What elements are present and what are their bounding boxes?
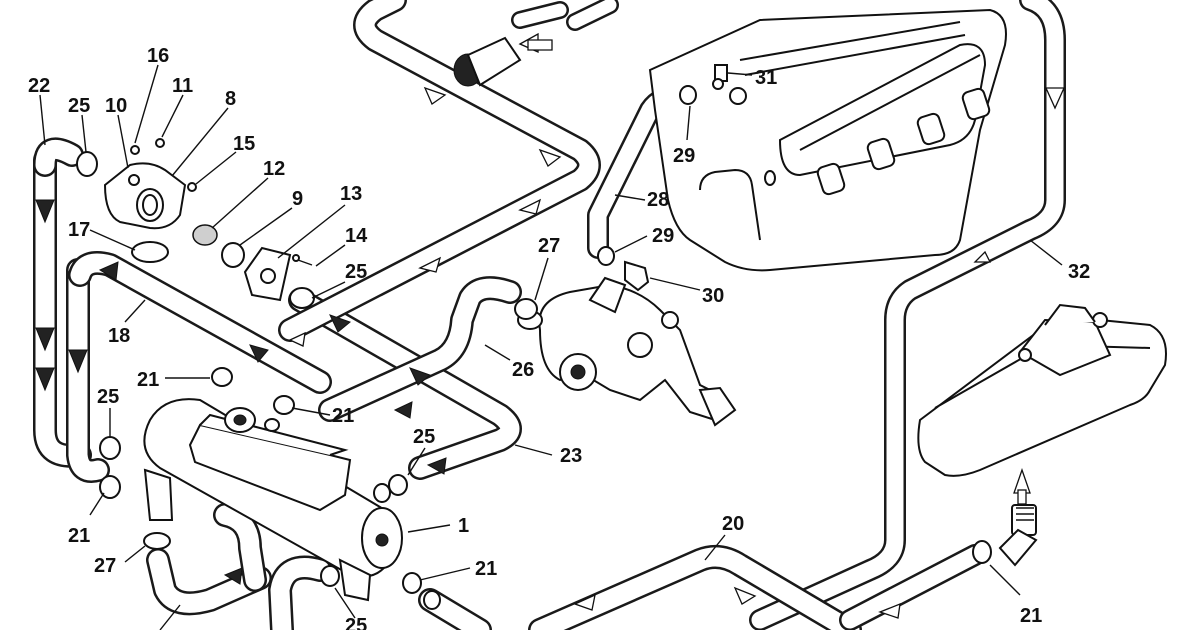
- flow-arrow-icon: [527, 39, 553, 51]
- callout-25: 25: [413, 426, 435, 448]
- callout-25: 25: [345, 615, 367, 630]
- flow-arrow-icon: [409, 367, 431, 386]
- callout-10: 10: [105, 95, 127, 117]
- callout-25: 25: [345, 261, 367, 283]
- callout-14: 14: [345, 225, 368, 247]
- callout-22: 22: [28, 75, 50, 97]
- flow-arrow-icon: [35, 367, 55, 392]
- callout-28: 28: [647, 189, 669, 211]
- callout-15: 15: [233, 133, 255, 155]
- callout-20: 20: [722, 513, 744, 535]
- callout-17: 17: [68, 219, 90, 241]
- flow-arrow-icon: [329, 314, 351, 333]
- callout-32: 32: [1068, 261, 1090, 283]
- coolant-tank: [917, 303, 1167, 477]
- thermostat-housing: [103, 138, 313, 302]
- flow-arrow-icon: [68, 349, 88, 374]
- callout-21: 21: [137, 369, 159, 391]
- flow-arrow-icon: [423, 86, 447, 105]
- flow-arrow-icon: [1044, 87, 1066, 110]
- flow-arrow-icon: [35, 199, 55, 224]
- hoses: [33, 0, 1066, 630]
- flow-arrow-icon: [223, 567, 243, 585]
- flow-arrow-icon: [288, 331, 306, 347]
- callout-11: 11: [172, 75, 193, 97]
- callout-27: 27: [538, 235, 560, 257]
- water-pump: [517, 260, 737, 427]
- callout-21: 21: [1020, 605, 1042, 627]
- callout-29: 29: [652, 225, 674, 247]
- callouts: 22 25 10 16 11 8 15 12 9 13 14 25 17 18 …: [28, 45, 1090, 630]
- callout-27: 27: [94, 555, 116, 577]
- flow-arrow-icon: [573, 593, 596, 611]
- callout-18: 18: [108, 325, 130, 347]
- callout-21: 21: [475, 558, 497, 580]
- flow-arrow-icon: [1017, 489, 1027, 505]
- flow-arrow-icon: [98, 261, 119, 281]
- clamps: [76, 85, 697, 610]
- callout-30: 30: [702, 285, 724, 307]
- callout-23: 23: [560, 445, 582, 467]
- callout-25: 25: [97, 386, 119, 408]
- flow-arrow-icon: [878, 602, 901, 619]
- flow-arrow-icon: [973, 250, 992, 263]
- flow-arrow-icon: [35, 327, 55, 352]
- flow-arrow-icon: [733, 586, 757, 605]
- callout-1: 1: [458, 515, 469, 537]
- flow-arrow-icon: [393, 401, 413, 419]
- callout-29: 29: [673, 145, 695, 167]
- callout-31: 31: [755, 67, 777, 89]
- fitting-21-right: [972, 504, 1038, 567]
- leader-lines: [39, 64, 1063, 630]
- callout-8: 8: [225, 88, 236, 110]
- callout-9: 9: [292, 188, 303, 210]
- flow-arrow-icon: [249, 344, 269, 363]
- callout-13: 13: [340, 183, 362, 205]
- flow-arrow-icon: [538, 148, 562, 167]
- callout-25: 25: [68, 95, 90, 117]
- flow-arrow-icon: [426, 457, 447, 475]
- flow-arrow-icon: [518, 198, 542, 215]
- callout-26: 26: [512, 359, 534, 381]
- callout-12: 12: [263, 158, 285, 180]
- callout-21: 21: [68, 525, 90, 547]
- flow-arrow-icon: [418, 256, 442, 273]
- flow-arrows: [35, 32, 1066, 619]
- engine-block: [648, 8, 1007, 272]
- top-fitting: [453, 0, 619, 87]
- heat-exchanger: [143, 398, 403, 602]
- callout-16: 16: [147, 45, 169, 67]
- callout-21: 21: [332, 405, 354, 427]
